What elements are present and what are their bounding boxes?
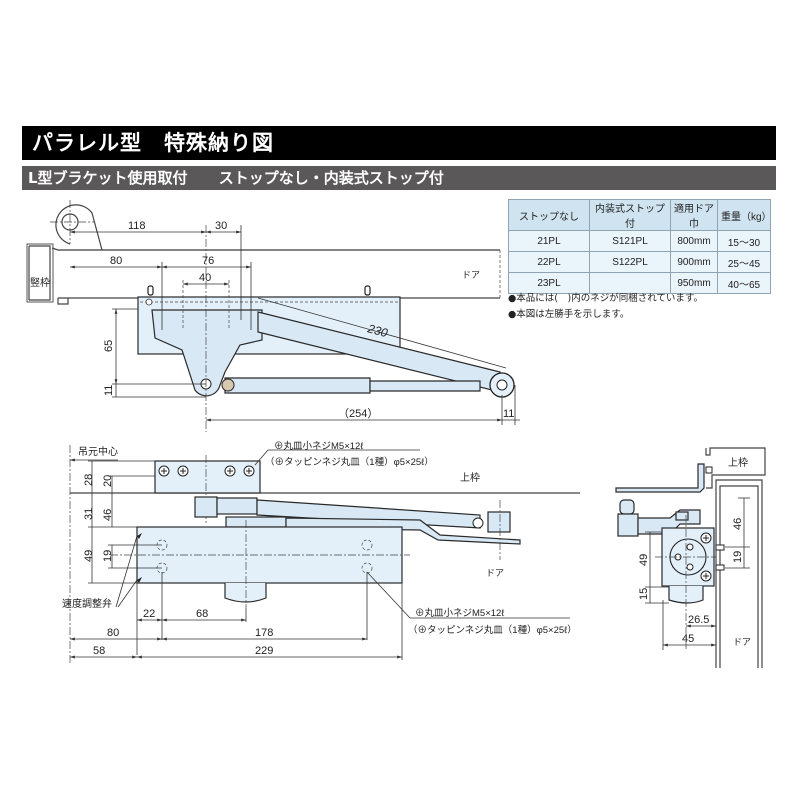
dim-178: 178 (255, 627, 273, 639)
screw-icon (243, 465, 255, 477)
dim-26-5: 26.5 (688, 614, 709, 626)
side-view: 上枠 ドア 46 19 4 (615, 447, 766, 668)
screw-spec-top: ⊕丸皿小ネジM5×12ℓ (274, 440, 364, 452)
screw-icon (224, 465, 236, 477)
dim-22: 22 (143, 608, 155, 620)
head-frame-profile (705, 447, 766, 489)
dim-45: 45 (682, 633, 694, 645)
jamb-label: 竪枠 (30, 276, 50, 289)
cell-weight: 40～65 (717, 272, 771, 294)
dim-20: 20 (102, 475, 114, 487)
header-weight: 重量（kg） (717, 199, 772, 231)
l-bracket (151, 309, 263, 397)
note-left-hand: ●本図は左勝手を示します。 (508, 309, 630, 320)
speed-valve-label: 速度調整弁 (62, 597, 112, 610)
cell-model: 21PL (508, 230, 590, 252)
page-title: パラレル型 特殊納り図 (22, 126, 776, 160)
cell-stop-model (589, 272, 671, 294)
section-subtitle: L型ブラケット使用取付 ストップなし・内装式ストップ付 (22, 166, 776, 190)
front-view: 吊元中心 上枠 ドア ⊕丸皿小ネジM5×12ℓ (62, 440, 580, 665)
subtitle-mounting: L型ブラケット使用取付 (28, 169, 188, 187)
screw-icon (700, 532, 712, 544)
dim-118: 118 (128, 220, 146, 232)
dim-49: 49 (83, 550, 95, 562)
speed-valve-icon (137, 533, 142, 583)
dim-19-side: 19 (732, 551, 744, 563)
dim-49-side: 49 (638, 554, 650, 566)
cell-stop-model: S121PL (589, 230, 671, 252)
header-internal-stop: 内装式ストップ付 (589, 199, 671, 231)
forearm-rod (224, 377, 371, 394)
cell-door-width: 950mm (670, 272, 718, 294)
spec-table: ストップなし 内装式ストップ付 適用ドア巾 重量（kg） 21PL S121PL… (508, 199, 772, 294)
head-frame-label-side: 上枠 (728, 456, 748, 469)
dim-11-left: 11 (103, 385, 115, 396)
door-label-side: ドア (733, 637, 751, 647)
cell-stop-model: S122PL (589, 251, 671, 273)
door-frame (715, 479, 763, 668)
screw-icon (364, 285, 371, 296)
screw-icon (147, 285, 154, 296)
dim-80-front: 80 (107, 627, 119, 639)
header-no-stop: ストップなし (508, 199, 590, 231)
jamb-frame (28, 245, 500, 305)
dim-31: 31 (83, 508, 95, 520)
top-view: 竪枠 ドア 118 30 80 76 4 (26, 200, 520, 432)
screw-icon (177, 465, 189, 477)
spec-table-header: ストップなし 内装式ストップ付 適用ドア巾 重量（kg） (508, 199, 772, 231)
screw-spec-top-alt: （⊕タッピンネジ丸皿（1種）φ5×25ℓ） (265, 456, 434, 468)
screw-hole-icon (361, 539, 373, 551)
dim-229: 229 (255, 645, 273, 657)
dim-46-side: 46 (732, 518, 744, 530)
table-row: 21PL S121PL 800mm 15～30 (508, 230, 771, 252)
door-label-front: ドア (486, 568, 504, 578)
dim-30: 30 (215, 220, 227, 232)
bracket-plate (154, 460, 261, 494)
subtitle-stop-type: ストップなし・内装式ストップ付 (218, 169, 444, 187)
door-label: ドア (462, 270, 480, 280)
cell-model: 23PL (508, 272, 590, 294)
dim-76: 76 (202, 255, 214, 267)
l-bracket-side (615, 463, 705, 493)
table-row: 23PL 950mm 40～65 (508, 272, 771, 294)
dim-230: 230 (365, 321, 389, 340)
hinge-center-label: 吊元中心 (78, 445, 118, 458)
dim-46: 46 (102, 509, 114, 521)
cell-door-width: 900mm (670, 251, 718, 273)
screw-icon (700, 570, 712, 582)
dim-58: 58 (93, 645, 105, 657)
head-frame-label: 上枠 (460, 471, 480, 484)
dim-65: 65 (103, 340, 115, 352)
screw-spec-bottom-alt: （⊕タッピンネジ丸皿（1種）φ5×25ℓ） (408, 624, 577, 636)
dim-80: 80 (110, 255, 122, 267)
dim-15-side: 15 (638, 588, 650, 600)
header-door-width: 適用ドア巾 (670, 199, 718, 231)
screw-spec-bottom: ⊕丸皿小ネジM5×12ℓ (415, 607, 505, 619)
dim-40: 40 (199, 272, 211, 284)
dim-19: 19 (102, 550, 114, 562)
dim-11-right: 11 (503, 408, 514, 420)
dim-28: 28 (83, 474, 95, 486)
cell-model: 22PL (508, 251, 590, 273)
hinge-lug (55, 204, 103, 251)
dim-254: （254） (338, 407, 378, 420)
dim-68: 68 (196, 608, 208, 620)
note-included-screws: ●本品には( )内のネジが同梱されています。 (508, 293, 703, 304)
table-row: 22PL S122PL 900mm 25～45 (508, 251, 771, 273)
cell-weight: 25～45 (717, 251, 771, 273)
screw-icon (158, 465, 170, 477)
